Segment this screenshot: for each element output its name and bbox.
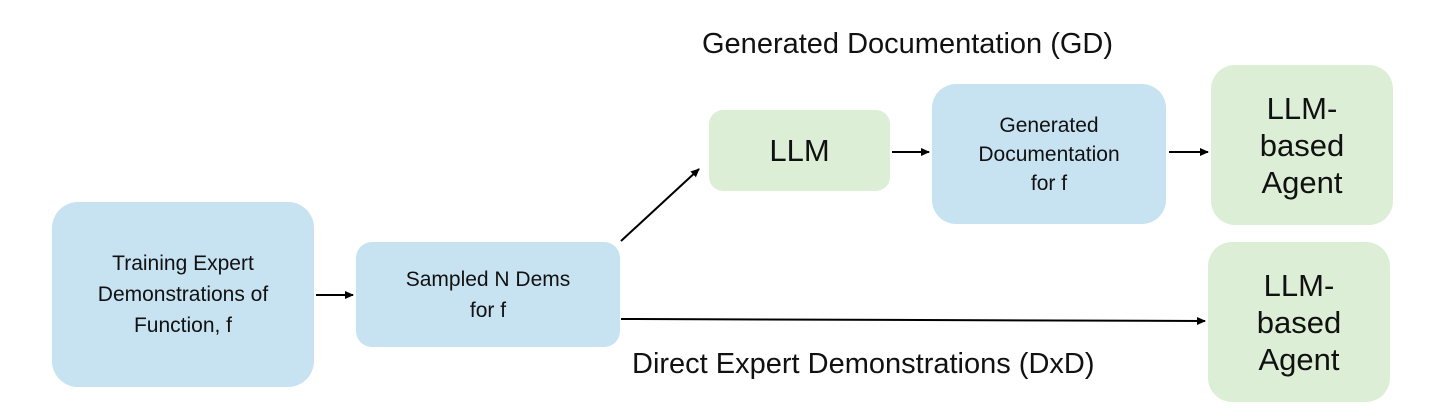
llm-agent-dxd-node: LLM- based Agent — [1208, 242, 1390, 402]
gd-path-label: Generated Documentation (GD) — [702, 28, 1114, 60]
generated-documentation-label: Generated Documentation for f — [978, 113, 1120, 195]
dxd-path-label: Direct Expert Demonstrations (DxD) — [632, 348, 1095, 380]
sampled-dems-node: Sampled N Dems for f — [356, 242, 620, 347]
llm-agent-dxd-label: LLM- based Agent — [1256, 267, 1342, 377]
llm-node: LLM — [709, 110, 890, 191]
arrow-sampled-to-agent-dxd — [620, 316, 1206, 325]
llm-agent-gd-node: LLM- based Agent — [1211, 65, 1393, 225]
generated-documentation-node: Generated Documentation for f — [932, 84, 1166, 224]
arrow-sampled-to-llm — [620, 168, 700, 242]
training-demonstrations-node: Training Expert Demonstrations of Functi… — [52, 202, 314, 387]
llm-label: LLM — [769, 132, 830, 168]
training-demonstrations-label: Training Expert Demonstrations of Functi… — [97, 252, 269, 337]
sampled-dems-label: Sampled N Dems for f — [405, 267, 571, 322]
llm-agent-gd-label: LLM- based Agent — [1259, 90, 1345, 200]
